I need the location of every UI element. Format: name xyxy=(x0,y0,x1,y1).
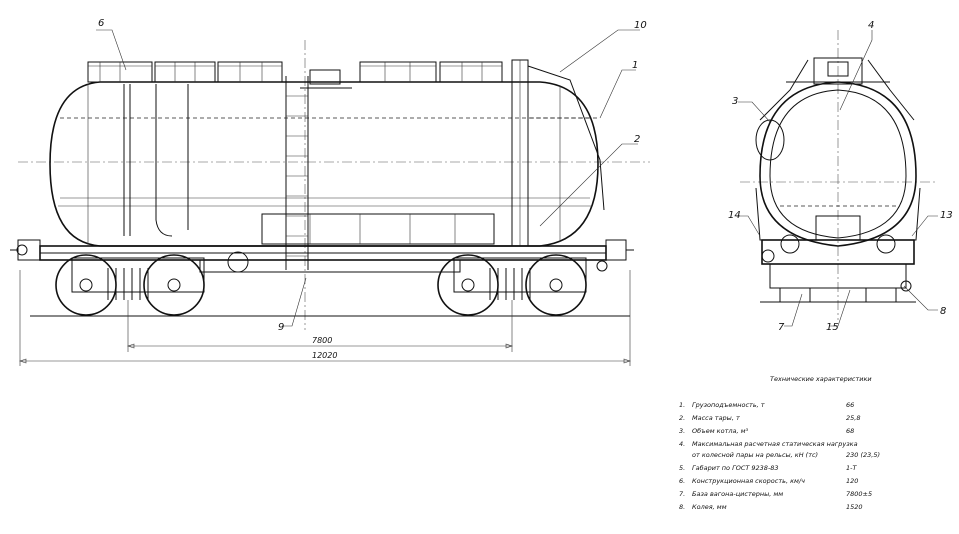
spec-value: 1520 xyxy=(846,503,863,511)
spec-value: 68 xyxy=(846,427,855,435)
callout-6: 6 xyxy=(98,18,104,29)
spec-value: 1-Т xyxy=(846,464,857,472)
callout-3: 3 xyxy=(732,96,738,107)
walkway-platforms xyxy=(87,61,503,83)
spec-label: Габарит по ГОСТ 9238-83 xyxy=(692,464,779,472)
callout-13: 13 xyxy=(940,210,953,221)
dimension-lines xyxy=(19,270,631,366)
spec-num: 2. xyxy=(679,414,686,422)
callout-8: 8 xyxy=(940,306,946,317)
callout-1: 1 xyxy=(632,60,638,71)
dim-base: 7800 xyxy=(312,336,332,345)
spec-label: Колея, мм xyxy=(692,503,727,511)
callout-9: 9 xyxy=(278,322,284,333)
spec-num: 1. xyxy=(679,401,686,409)
spec-label: от колесной пары на рельсы, кН (тс) xyxy=(692,451,819,459)
spec-value: 230 (23,5) xyxy=(846,451,881,459)
spec-value: 66 xyxy=(846,401,855,409)
callout-14: 14 xyxy=(728,210,741,221)
callout-10: 10 xyxy=(634,20,647,31)
spec-label: Масса тары, т xyxy=(692,414,740,422)
callout-2: 2 xyxy=(634,134,640,145)
left-bogie xyxy=(55,254,205,316)
dim-overall: 12020 xyxy=(312,351,337,360)
spec-label: Конструкционная скорость, км/ч xyxy=(692,477,805,485)
spec-label: Максимальная расчетная статическая нагру… xyxy=(692,440,858,448)
ladder xyxy=(285,76,309,270)
callout-15: 15 xyxy=(826,322,839,333)
spec-value: 25,8 xyxy=(846,414,861,422)
spec-num: 7. xyxy=(679,490,686,498)
spec-label: Грузоподъемность, т xyxy=(692,401,765,409)
spec-num: 8. xyxy=(679,503,686,511)
spec-label: База вагона-цистерны, мм xyxy=(692,490,784,498)
tank-end xyxy=(759,81,917,247)
tank-body xyxy=(49,81,599,247)
spec-value: 7800±5 xyxy=(846,490,873,498)
callout-4: 4 xyxy=(868,20,874,31)
end-view: 4 3 14 13 8 7 15 xyxy=(728,20,953,333)
spec-title: Технические характеристики xyxy=(770,375,872,383)
spec-label: Объем котла, м³ xyxy=(692,427,749,435)
callout-7: 7 xyxy=(778,322,785,333)
right-bogie xyxy=(437,254,587,316)
spec-num: 6. xyxy=(679,477,686,485)
couplers xyxy=(10,239,634,272)
spec-value: 120 xyxy=(846,477,859,485)
spec-num: 4. xyxy=(679,440,686,448)
spec-num: 3. xyxy=(679,427,686,435)
side-view: 7800 12020 6 10 1 2 9 xyxy=(10,18,650,366)
spec-num: 5. xyxy=(679,464,686,472)
